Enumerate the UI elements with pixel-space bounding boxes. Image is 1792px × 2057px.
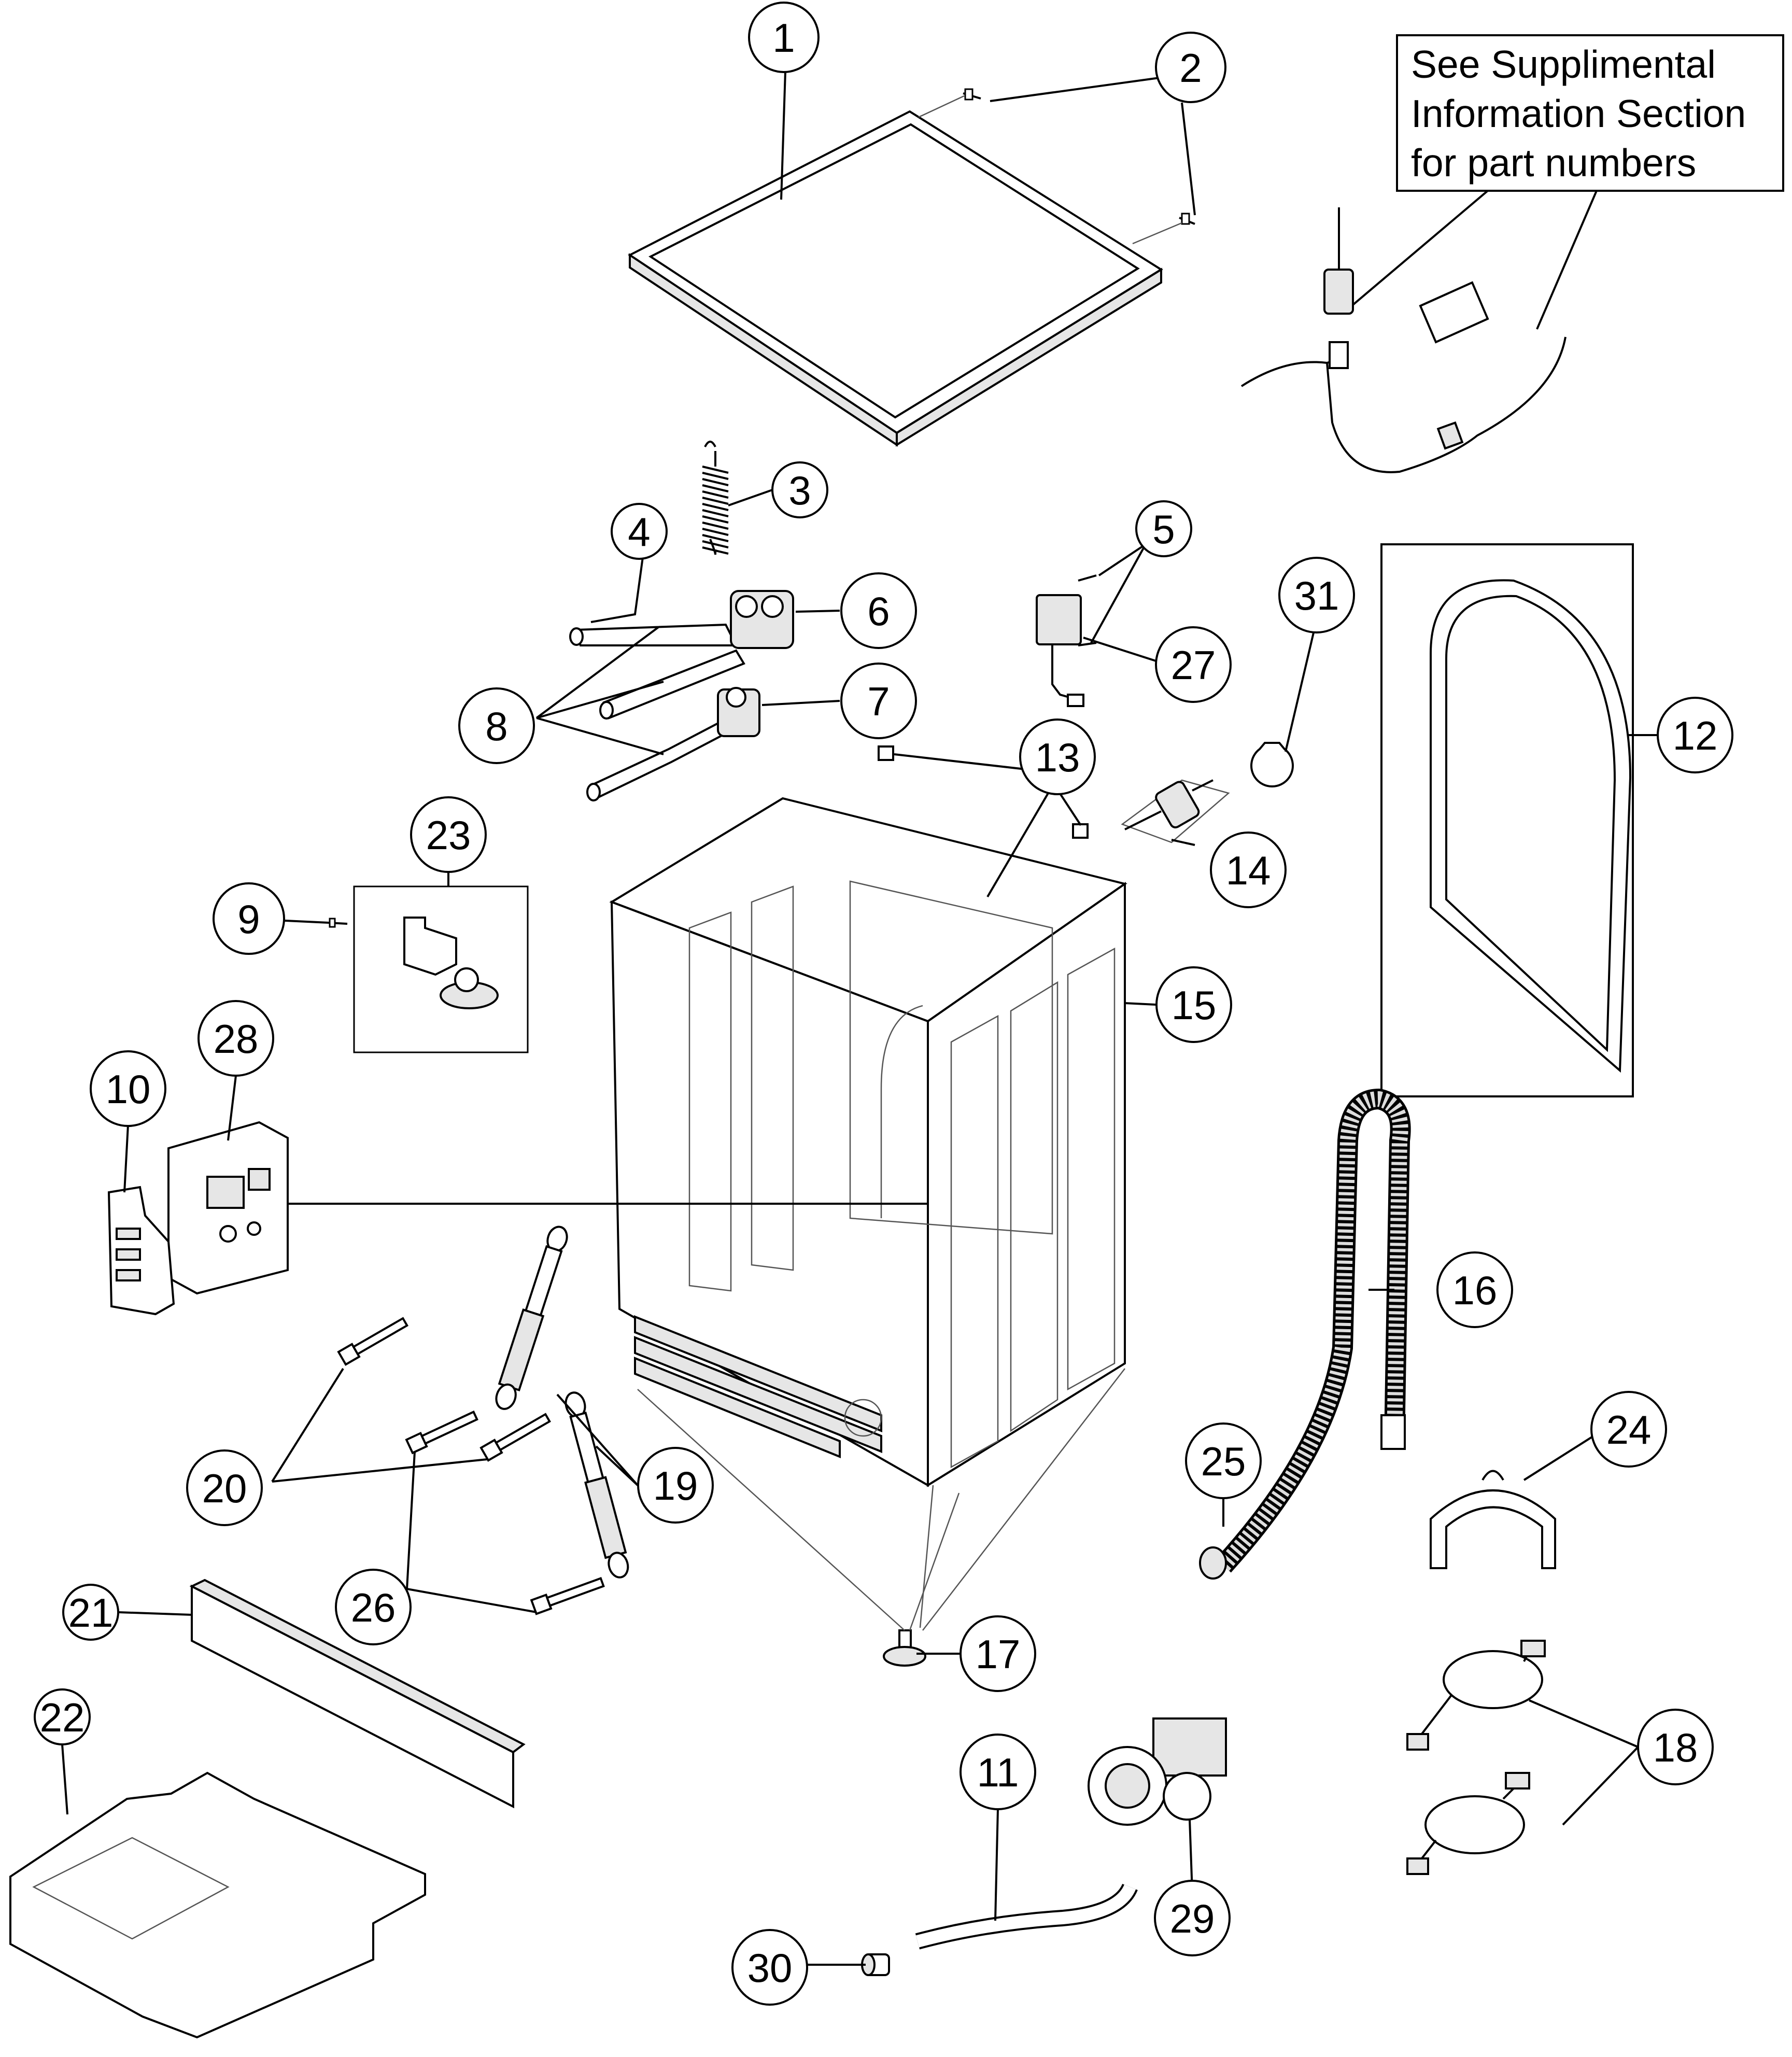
callout-10: 10 xyxy=(90,1050,166,1127)
cap-part xyxy=(1250,742,1294,787)
spring-part xyxy=(702,441,729,555)
svg-text:16: 16 xyxy=(1452,1267,1498,1313)
note-line-2: Information Section xyxy=(1411,92,1746,135)
callout-13: 13 xyxy=(1019,718,1096,795)
svg-text:30: 30 xyxy=(747,1945,793,1991)
drain-hose-part xyxy=(1199,1088,1411,1580)
power-cord-part xyxy=(1240,207,1567,473)
svg-text:11: 11 xyxy=(977,1750,1019,1795)
svg-text:20: 20 xyxy=(202,1466,247,1511)
svg-text:13: 13 xyxy=(1035,735,1080,780)
callout-5: 5 xyxy=(1135,500,1192,557)
screw-part xyxy=(329,918,348,928)
leveling-foot-part xyxy=(883,1629,926,1667)
svg-text:21: 21 xyxy=(68,1590,114,1636)
callout-18: 18 xyxy=(1637,1709,1714,1785)
svg-text:23: 23 xyxy=(426,812,471,858)
screws-part xyxy=(918,88,1195,245)
callout-11: 11 xyxy=(960,1734,1036,1810)
svg-text:6: 6 xyxy=(867,588,890,634)
svg-text:10: 10 xyxy=(106,1066,151,1112)
plug-part xyxy=(861,1953,890,1976)
callout-26: 26 xyxy=(335,1569,412,1645)
callout-28: 28 xyxy=(197,1000,274,1077)
callout-7: 7 xyxy=(840,663,917,739)
callout-3: 3 xyxy=(771,461,828,518)
svg-text:4: 4 xyxy=(628,509,650,555)
callout-17: 17 xyxy=(960,1615,1036,1692)
board-cover-part xyxy=(107,1186,175,1316)
clips-part xyxy=(878,745,1089,839)
water-valve-assembly xyxy=(569,590,794,801)
svg-text:17: 17 xyxy=(976,1631,1021,1677)
note-line-1: See Supplimental xyxy=(1411,43,1716,86)
callout-12: 12 xyxy=(1657,697,1733,773)
svg-text:5: 5 xyxy=(1152,506,1175,552)
callout-8: 8 xyxy=(458,687,535,764)
svg-text:7: 7 xyxy=(867,679,890,724)
callout-24: 24 xyxy=(1590,1391,1667,1468)
callout-25: 25 xyxy=(1185,1422,1262,1499)
callout-31: 31 xyxy=(1278,557,1355,633)
svg-text:9: 9 xyxy=(237,896,260,942)
callout-2: 2 xyxy=(1155,32,1226,103)
control-board-part xyxy=(167,1121,289,1295)
pressure-switch-part xyxy=(1036,574,1097,707)
svg-text:26: 26 xyxy=(351,1585,396,1630)
callout-9: 9 xyxy=(213,882,285,955)
svg-text:24: 24 xyxy=(1606,1407,1652,1453)
supplemental-note: See Supplimental Information Section for… xyxy=(1352,34,1784,330)
svg-text:22: 22 xyxy=(40,1695,85,1740)
svg-text:3: 3 xyxy=(788,468,811,513)
svg-text:18: 18 xyxy=(1653,1725,1698,1770)
svg-text:2: 2 xyxy=(1179,45,1202,91)
svg-text:27: 27 xyxy=(1171,642,1216,688)
callout-6: 6 xyxy=(840,572,917,649)
svg-text:8: 8 xyxy=(485,703,507,749)
cabinet-part xyxy=(609,797,1127,1487)
inlet-hoses-part xyxy=(1406,1640,1546,1875)
door-gasket-part xyxy=(1380,543,1634,1097)
base-plate-part xyxy=(9,1771,426,2039)
hose-guide-part xyxy=(1430,1470,1556,1569)
bolts-part xyxy=(337,1317,605,1615)
svg-text:29: 29 xyxy=(1170,1896,1215,1941)
callout-27: 27 xyxy=(1155,626,1232,703)
kick-plate-part xyxy=(189,1579,526,1809)
drain-pump-part xyxy=(1088,1717,1227,1826)
callout-19: 19 xyxy=(637,1447,714,1524)
callout-16: 16 xyxy=(1436,1251,1513,1328)
svg-text:14: 14 xyxy=(1226,848,1271,893)
callout-29: 29 xyxy=(1154,1880,1231,1956)
dampers-part xyxy=(495,1225,629,1579)
svg-text:25: 25 xyxy=(1201,1439,1246,1484)
callout-22: 22 xyxy=(34,1688,91,1745)
svg-text:28: 28 xyxy=(214,1016,259,1062)
callout-1: 1 xyxy=(748,2,820,73)
callout-30: 30 xyxy=(731,1929,808,2006)
callout-20: 20 xyxy=(186,1449,263,1526)
svg-text:15: 15 xyxy=(1172,982,1217,1028)
drain-motor-part xyxy=(353,885,529,1053)
note-line-3: for part numbers xyxy=(1411,141,1696,185)
svg-text:1: 1 xyxy=(772,15,795,61)
callout-4: 4 xyxy=(611,503,668,560)
callout-21: 21 xyxy=(62,1584,119,1641)
heater-part xyxy=(1121,779,1230,843)
callout-23: 23 xyxy=(410,796,487,873)
svg-text:12: 12 xyxy=(1673,713,1718,758)
svg-text:19: 19 xyxy=(653,1463,698,1509)
callout-15: 15 xyxy=(1155,966,1232,1043)
svg-text:31: 31 xyxy=(1294,573,1339,618)
pump-hose-part xyxy=(915,1883,1138,1950)
callout-14: 14 xyxy=(1210,832,1287,908)
top-cover-part xyxy=(628,110,1163,447)
